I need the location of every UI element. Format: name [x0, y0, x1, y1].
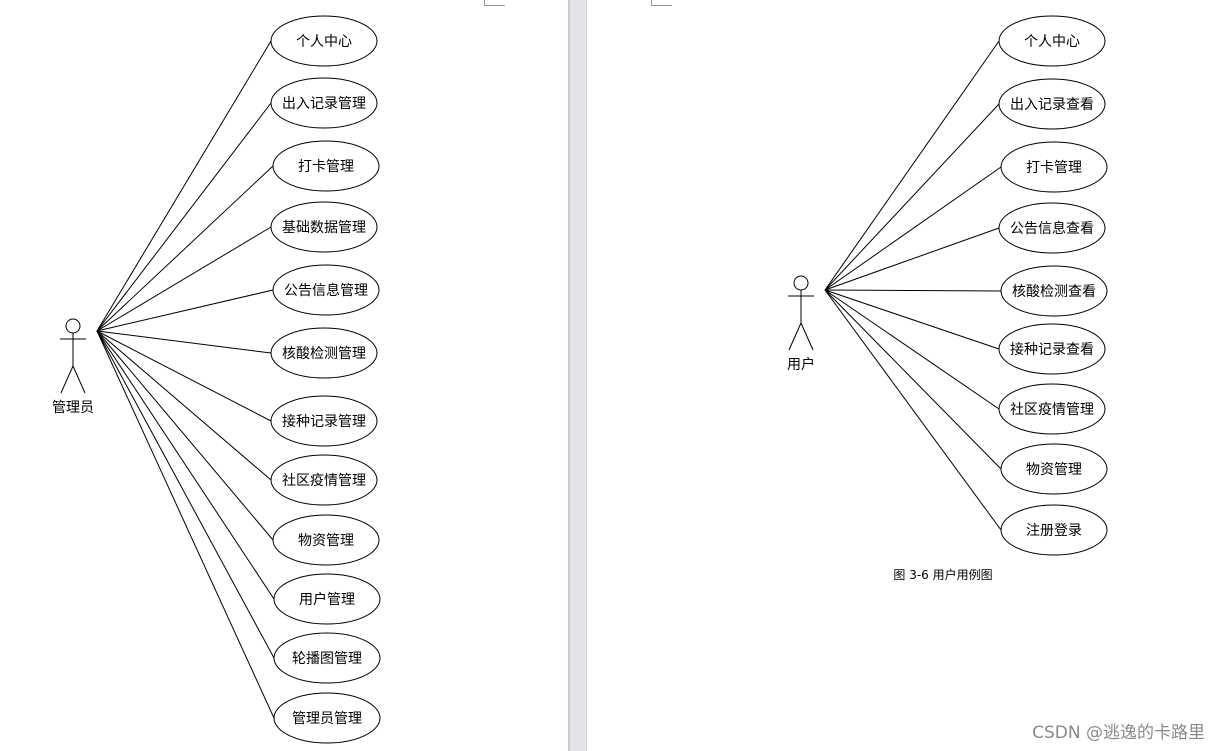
association-line — [96, 40, 272, 332]
use-case: 物资管理 — [272, 514, 380, 566]
page-corner-mark — [484, 0, 505, 6]
actor-label: 用户 — [787, 356, 815, 373]
page-gutter — [568, 0, 587, 751]
use-case-diagram-2: 个人中心出入记录查看打卡管理公告信息查看核酸检测查看接种记录查看社区疫情管理物资… — [787, 15, 1108, 582]
association-line — [824, 289, 1002, 531]
use-case-ellipse — [273, 632, 381, 684]
page-corner-mark — [651, 0, 672, 6]
use-case-label: 接种记录查看 — [1010, 341, 1094, 358]
use-case: 管理员管理 — [273, 692, 381, 744]
association-line — [96, 330, 275, 659]
use-case-label: 接种记录管理 — [282, 413, 366, 430]
use-case: 公告信息管理 — [272, 264, 380, 316]
actor-icon — [60, 318, 86, 394]
association-line — [96, 330, 272, 354]
use-case-label: 出入记录管理 — [282, 96, 366, 112]
use-case-label: 个人中心 — [296, 34, 352, 50]
association-line — [96, 226, 272, 332]
use-case-ellipse — [1000, 443, 1108, 495]
use-case-label: 打卡管理 — [298, 158, 354, 175]
use-case-label: 物资管理 — [298, 533, 354, 549]
use-case-label: 社区疫情管理 — [1010, 402, 1094, 418]
use-case: 打卡管理 — [1000, 141, 1108, 193]
use-case-label: 注册登录 — [1026, 523, 1082, 539]
use-case-ellipse — [270, 201, 378, 253]
association-line — [824, 166, 1002, 291]
use-case: 轮播图管理 — [273, 632, 381, 684]
use-case-label: 轮播图管理 — [292, 651, 362, 667]
use-case-ellipse — [273, 573, 381, 625]
use-case-label: 用户管理 — [299, 591, 355, 608]
association-line — [96, 330, 272, 422]
document-page-right — [587, 0, 1219, 751]
use-case-label: 核酸检测查看 — [1012, 284, 1096, 300]
use-case: 出入记录查看 — [998, 78, 1106, 130]
use-case-label: 基础数据管理 — [282, 219, 366, 236]
use-case-ellipse — [270, 15, 378, 67]
use-case-label: 管理员管理 — [292, 711, 362, 727]
use-case: 注册登录 — [1000, 504, 1108, 556]
use-case-ellipse — [1000, 504, 1108, 556]
use-case: 个人中心 — [998, 15, 1106, 67]
use-case: 公告信息查看 — [998, 202, 1106, 254]
use-case-ellipse — [998, 383, 1106, 435]
use-case: 物资管理 — [1000, 443, 1108, 495]
use-case-label: 个人中心 — [1024, 34, 1080, 50]
use-case: 用户管理 — [273, 573, 381, 625]
association-line — [824, 40, 1000, 291]
use-case: 社区疫情管理 — [270, 454, 378, 506]
use-case: 个人中心 — [270, 15, 378, 67]
document-page-left — [0, 0, 568, 751]
use-case-diagram-1: 个人中心出入记录管理打卡管理基础数据管理公告信息管理核酸检测管理接种记录管理社区… — [52, 15, 381, 744]
use-case-ellipse — [272, 140, 380, 192]
use-case: 核酸检测查看 — [1000, 265, 1108, 317]
use-case: 基础数据管理 — [270, 201, 378, 253]
use-case-ellipse — [1000, 141, 1108, 193]
use-case-ellipse — [270, 77, 378, 129]
use-case-ellipse — [998, 78, 1106, 130]
association-line — [96, 330, 274, 541]
use-case-ellipse — [1000, 265, 1108, 317]
use-case-ellipse — [273, 692, 381, 744]
csdn-watermark: CSDN @逃逸的卡路里 — [1032, 723, 1205, 743]
use-case-ellipse — [998, 202, 1106, 254]
association-line — [96, 330, 275, 600]
use-case-ellipse — [272, 514, 380, 566]
use-case-ellipse — [272, 264, 380, 316]
use-case-ellipse — [998, 323, 1106, 375]
use-case-label: 社区疫情管理 — [282, 473, 366, 489]
association-line — [96, 102, 272, 332]
association-line — [96, 330, 275, 719]
use-case-label: 核酸检测管理 — [282, 346, 366, 362]
use-case-ellipse — [998, 15, 1106, 67]
use-case: 打卡管理 — [272, 140, 380, 192]
figure-caption: 图 3-6 用户用例图 — [893, 567, 992, 582]
use-case-label: 物资管理 — [1026, 462, 1082, 478]
use-case-ellipse — [270, 327, 378, 379]
association-line — [96, 289, 274, 332]
use-case: 核酸检测管理 — [270, 327, 378, 379]
use-case: 接种记录查看 — [998, 323, 1106, 375]
association-line — [824, 103, 1000, 291]
use-case-label: 打卡管理 — [1026, 159, 1082, 176]
association-line — [824, 227, 1000, 291]
association-line — [824, 289, 1000, 350]
association-line — [824, 289, 1002, 292]
use-case-label: 出入记录查看 — [1010, 97, 1094, 113]
use-case: 出入记录管理 — [270, 77, 378, 129]
use-case-label: 公告信息查看 — [1010, 220, 1094, 237]
association-line — [96, 330, 272, 481]
actor-label: 管理员 — [52, 400, 94, 416]
use-case: 接种记录管理 — [270, 395, 378, 447]
actor-icon — [788, 275, 814, 351]
association-line — [96, 165, 274, 332]
use-case: 社区疫情管理 — [998, 383, 1106, 435]
use-case-ellipse — [270, 454, 378, 506]
association-line — [824, 289, 1002, 470]
use-case-ellipse — [270, 395, 378, 447]
use-case-label: 公告信息管理 — [284, 282, 368, 299]
association-line — [824, 289, 1000, 410]
